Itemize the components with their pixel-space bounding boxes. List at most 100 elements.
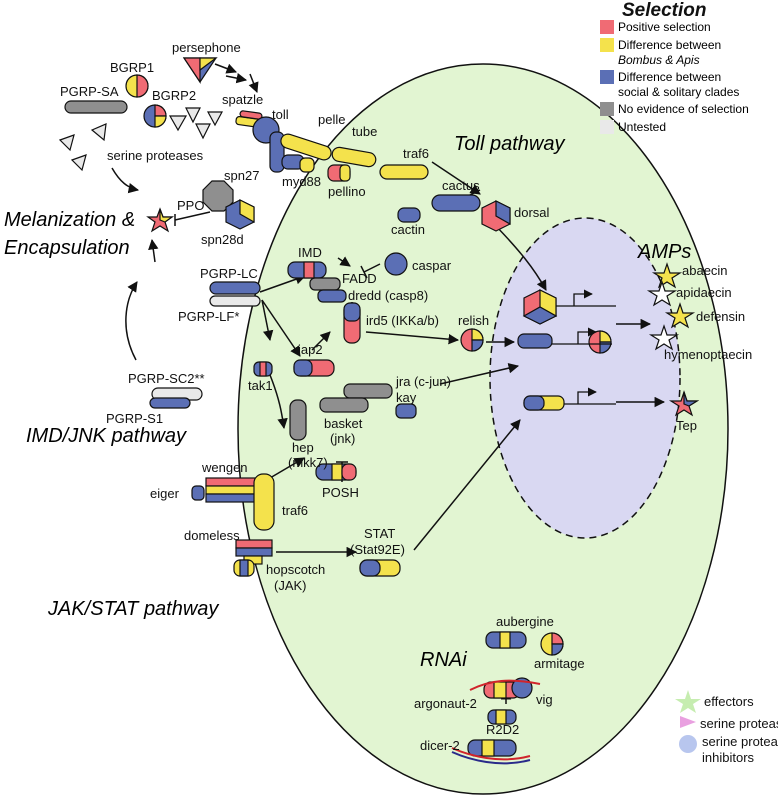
label-toll: toll [272, 107, 289, 122]
nucleus [489, 217, 681, 539]
label-serine-proteases: serine proteases [107, 148, 204, 163]
label-dredd: dredd (casp8) [348, 288, 428, 303]
label-hep-2: (mkk7) [288, 455, 328, 470]
fadd-rod [309, 277, 341, 291]
label-hymenoptaecin: hymenoptaecin [664, 347, 752, 362]
protein-shapes [58, 57, 701, 765]
serine-protease-triangle-key [680, 716, 696, 728]
abaecin-star [651, 262, 683, 289]
key-label-inhibitors-1: serine protease [702, 734, 778, 749]
legend-label-social: Difference between [618, 70, 721, 84]
pgrp-lc-rod [209, 281, 261, 295]
cactin-rod [397, 207, 421, 223]
label-spn27: spn27 [224, 168, 259, 183]
label-pgrp-lf: PGRP-LF* [178, 309, 239, 324]
label-hopscotch-2: (JAK) [274, 578, 307, 593]
legend-swatch-untested [600, 120, 614, 134]
legend-label-positive: Positive selection [618, 20, 711, 34]
label-basket-2: (jnk) [330, 431, 355, 446]
label-domeless: domeless [184, 528, 240, 543]
amps-title: AMPs [637, 241, 691, 263]
label-basket-1: basket [324, 416, 363, 431]
label-pgrp-sa: PGRP-SA [60, 84, 119, 99]
melanization-title-1: Melanization & [4, 209, 135, 231]
legend-title: Selection [622, 0, 706, 21]
jakstat-pathway-title: JAK/STAT pathway [47, 598, 219, 620]
label-bgrp1: BGRP1 [110, 60, 154, 75]
label-pelle: pelle [318, 112, 345, 127]
label-traf6-toll: traf6 [403, 146, 429, 161]
label-tak1: tak1 [248, 378, 273, 393]
label-spn28d: spn28d [201, 232, 244, 247]
label-kay: kay [396, 390, 417, 405]
label-myd88: myd88 [282, 174, 321, 189]
transcription-marks [552, 289, 616, 405]
label-imd: IMD [298, 245, 322, 260]
label-tep: Tep [676, 418, 697, 433]
cactus-rod [431, 194, 481, 212]
basket-rod [319, 397, 369, 413]
label-ppo: PPO [177, 198, 204, 213]
hymenoptaecin-star [648, 324, 680, 351]
dredd-rod [317, 289, 347, 303]
label-aubergine: aubergine [496, 614, 554, 629]
legend-label-untested: Untested [618, 120, 666, 134]
label-spatzle: spatzle [222, 92, 263, 107]
pgrp-sa-rod [64, 100, 128, 114]
legend-label-bombus-apis: Difference between [618, 38, 721, 52]
label-tube: tube [352, 124, 377, 139]
label-eiger: eiger [150, 486, 180, 501]
toll-pathway-title: Toll pathway [454, 133, 565, 155]
spn27-octagon [202, 180, 234, 212]
legend-swatch-bombus-apis [600, 38, 614, 52]
legend-label-bombus-apis-2: Bombus & Apis [618, 53, 700, 67]
label-cactus: cactus [442, 178, 480, 193]
traf6-imd-rod [253, 473, 275, 531]
label-r2d2: R2D2 [486, 722, 519, 737]
label-bgrp2: BGRP2 [152, 88, 196, 103]
pgrp-lf-rod [209, 295, 261, 307]
hep-rod [289, 399, 307, 441]
eiger-block [191, 485, 205, 501]
label-caspar: caspar [412, 258, 452, 273]
pelle-rod [280, 133, 332, 161]
caspar-circle [384, 252, 408, 276]
shape-key: effectors serine proteases serine protea… [700, 694, 778, 765]
label-pgrp-sc2: PGRP-SC2** [128, 371, 205, 386]
effectors-star-key [675, 690, 701, 713]
label-argonaut2: argonaut-2 [414, 696, 477, 711]
label-dorsal: dorsal [514, 205, 550, 220]
domeless-rod [235, 539, 273, 549]
jra-rod [343, 383, 393, 399]
label-fadd: FADD [342, 271, 377, 286]
traf6-toll-rod [379, 164, 429, 180]
label-pellino: pellino [328, 184, 366, 199]
pgrp-s1-rod [149, 397, 191, 409]
melanization-title-2: Encapsulation [4, 237, 130, 259]
legend-swatch-positive [600, 20, 614, 34]
vig-circle [511, 677, 533, 699]
label-ird5: ird5 (IKKa/b) [366, 313, 439, 328]
key-label-effectors: effectors [704, 694, 754, 709]
rnai-title: RNAi [420, 649, 467, 671]
label-jra: jra (c-jun) [395, 374, 451, 389]
legend-swatch-no-evidence [600, 102, 614, 116]
label-wengen: wengen [201, 460, 248, 475]
legend-swatch-social [600, 70, 614, 84]
key-label-inhibitors-2: inhibitors [702, 750, 755, 765]
legend-label-social-2: social & solitary clades [618, 85, 739, 99]
label-iap2: iap2 [298, 342, 323, 357]
label-persephone: persephone [172, 40, 241, 55]
label-armitage: armitage [534, 656, 585, 671]
legend: Selection Positive selection Difference … [600, 0, 749, 134]
label-defensin: defensin [696, 309, 745, 324]
kay-rod [395, 403, 417, 419]
wengen-rod [205, 477, 261, 487]
label-relish: relish [458, 313, 489, 328]
apidaecin-star [646, 280, 678, 307]
label-abaecin: abaecin [682, 263, 728, 278]
inhibitor-circle-key [679, 735, 697, 753]
label-vig: vig [536, 692, 553, 707]
key-label-serine-proteases: serine proteases [700, 716, 778, 731]
